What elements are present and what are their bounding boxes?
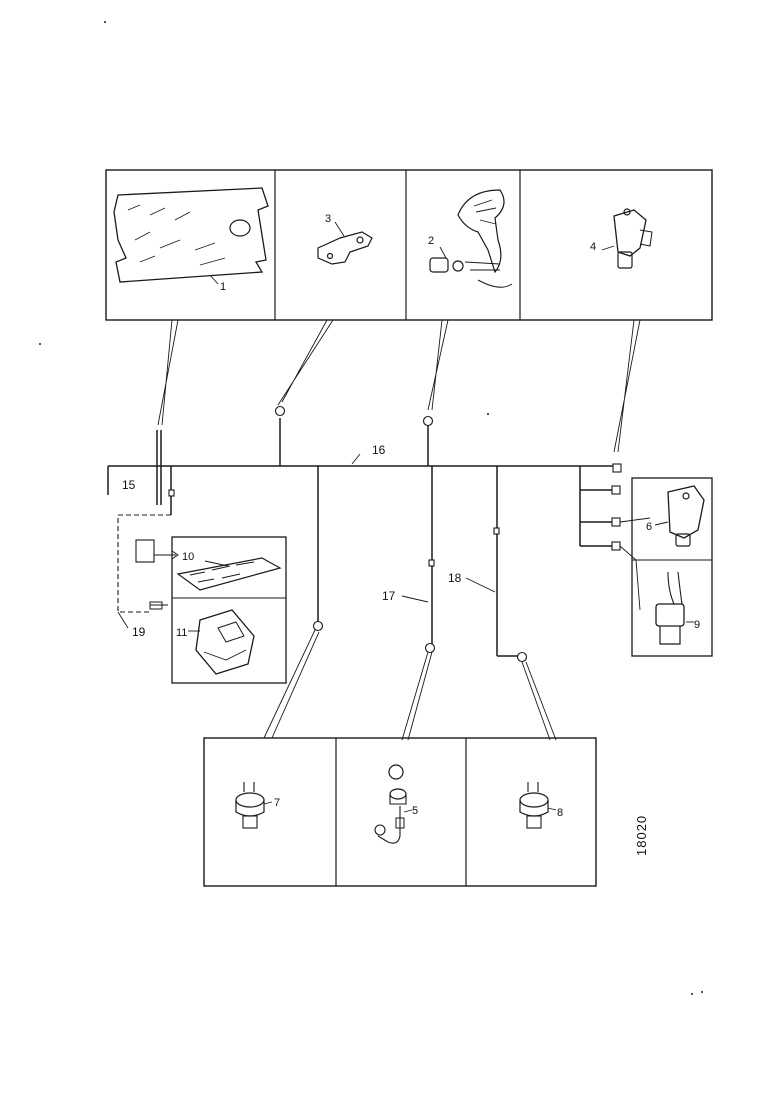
level-sender-part xyxy=(374,764,413,844)
right-subpanel xyxy=(619,477,713,657)
steering-switch-part xyxy=(429,189,513,288)
bottom-leader-arrows xyxy=(263,629,557,741)
label-harness-17: 17 xyxy=(382,589,396,603)
harness-number-labels: 15 16 17 18 19 xyxy=(122,443,462,639)
label-part-6: 6 xyxy=(646,521,652,533)
label-part-4: 4 xyxy=(590,241,596,253)
pressure-switch-part-7 xyxy=(235,782,273,829)
harness-connectors xyxy=(168,405,622,663)
label-part-9: 9 xyxy=(694,619,700,631)
label-harness-15: 15 xyxy=(122,478,136,492)
part-number-labels: 1 3 2 4 10 11 6 9 7 5 8 xyxy=(176,213,700,819)
left-subassembly xyxy=(117,514,287,684)
label-part-2: 2 xyxy=(428,235,434,247)
label-part-7: 7 xyxy=(274,797,280,809)
bracket-part xyxy=(317,221,373,265)
scan-specks xyxy=(39,21,703,995)
label-part-1: 1 xyxy=(220,281,226,293)
label-part-8: 8 xyxy=(557,807,563,819)
panel-plate-part xyxy=(113,187,269,285)
label-part-11: 11 xyxy=(176,627,187,639)
label-harness-18: 18 xyxy=(448,571,462,585)
pressure-switch-part-8 xyxy=(519,782,557,829)
label-harness-16: 16 xyxy=(372,443,386,457)
top-leader-arrows xyxy=(157,319,641,453)
rocker-switch-part xyxy=(188,609,255,675)
relay-board-part xyxy=(176,557,282,591)
label-part-10: 10 xyxy=(182,551,194,563)
solenoid-part xyxy=(654,485,705,547)
label-part-3: 3 xyxy=(325,213,331,225)
cable-sensor-part xyxy=(655,571,694,645)
label-harness-19: 19 xyxy=(132,625,146,639)
top-panel-row xyxy=(105,169,713,321)
actuator-valve-part xyxy=(601,208,653,269)
label-part-5: 5 xyxy=(412,805,418,817)
drawing-number: 18020 xyxy=(634,815,649,856)
bottom-panel-row xyxy=(203,737,597,887)
